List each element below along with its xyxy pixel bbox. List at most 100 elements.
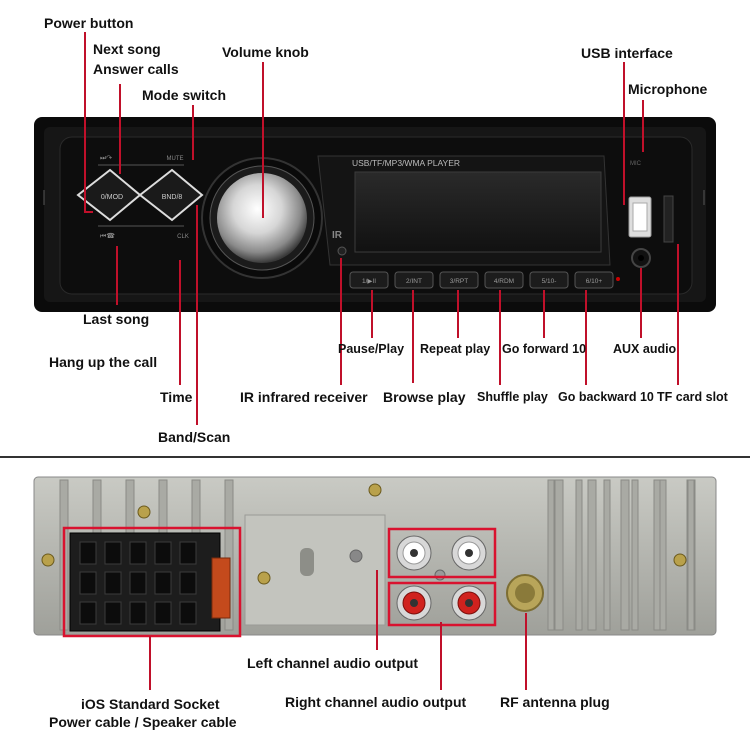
heat-fin [554,479,564,631]
connector-pin [179,601,197,625]
screw [434,569,446,581]
label-browse-play: Browse play [383,389,466,405]
label-microphone: Microphone [628,81,708,97]
connector-pin [79,601,97,625]
display-title: USB/TF/MP3/WMA PLAYER [352,158,460,168]
connector-pin [104,601,122,625]
preset-button: 6/10+ [574,271,614,289]
connector-pin [154,571,172,595]
mount-plate [244,514,386,626]
label-go-forward: Go forward 10 [502,342,587,356]
label-time: Time [160,389,193,405]
label-ios-socket: iOS Standard Socket [81,696,220,712]
fuse [211,557,231,619]
label-rf-antenna: RF antenna plug [500,694,610,710]
label-volume-knob: Volume knob [222,44,309,60]
connector-pin [154,541,172,565]
ir-label: IR [332,230,343,241]
prev-icon-glyph: ⏮☎ [100,232,115,240]
heat-fin [587,479,597,631]
label-answer-calls: Answer calls [93,61,179,77]
clk-label: CLK [177,234,189,240]
screw [41,553,55,567]
left-rca-outline [387,527,497,579]
display-area: USB/TF/MP3/WMA PLAYER IR [317,155,611,266]
label-mode-switch: Mode switch [142,87,227,103]
iso-connector [62,526,242,638]
preset-button-text: 4/RDM [494,278,514,285]
mode-button-text: 0/MOD [101,194,123,201]
preset-button: 5/10- [529,271,569,289]
label-usb-interface: USB interface [581,45,673,61]
connector-pin [104,541,122,565]
next-icon-glyph: ⏭↷ [100,155,112,162]
label-left-channel: Left channel audio output [247,655,419,671]
connector-pin [79,541,97,565]
screw [673,553,687,567]
heat-fin [687,479,695,631]
heat-fin [603,479,611,631]
label-hang-up: Hang up the call [49,354,158,370]
label-right-channel: Right channel audio output [285,694,467,710]
section-divider [0,456,750,458]
iso-connector-outline [62,526,242,638]
label-repeat-play: Repeat play [420,342,491,356]
heat-fin [224,479,234,631]
rca-right-1 [396,585,432,621]
mute-label: MUTE [167,156,184,162]
label-power-button: Power button [44,15,134,31]
connector-pin [129,571,147,595]
rf-antenna-plug [506,574,544,612]
ir-receiver-dot [337,246,347,256]
label-power-speaker: Power cable / Speaker cable [49,714,237,730]
rca-left-1 [396,535,432,571]
preset-buttons: 1/▶II 2/INT 3/RPT 4/RDM 5/10- 6/10+ [349,271,614,289]
label-shuffle-play: Shuffle play [477,390,548,404]
connector-pin [129,601,147,625]
left-button-cluster: 0/MOD BND/8 ⏭↷ ⏮☎ MUTE CLK [76,155,204,240]
label-go-backward: Go backward 10 [558,390,654,404]
front-panel: 0/MOD BND/8 ⏭↷ ⏮☎ MUTE CLK USB/TF/MP3/WM… [34,117,716,312]
preset-button-text: 3/RPT [450,278,468,285]
screw [257,571,271,585]
preset-button: 1/▶II [349,271,389,289]
connector-pin [154,601,172,625]
label-band-scan: Band/Scan [158,429,231,445]
label-aux-audio: AUX audio [613,342,677,356]
preset-button-text: 1/▶II [362,278,376,285]
heat-fin [575,479,583,631]
connector-pin [79,571,97,595]
rca-left-2 [451,535,487,571]
back-panel [33,476,717,638]
lcd-screen [354,171,602,253]
rca-right-2 [451,585,487,621]
ports: MIC [616,161,674,281]
connector-pin [104,571,122,595]
preset-button-text: 5/10- [542,278,557,285]
heat-fin [659,479,667,631]
preset-button-text: 6/10+ [586,278,603,285]
screw [137,505,151,519]
label-tf-slot: TF card slot [657,390,728,404]
connector-pin [179,541,197,565]
label-next-song: Next song [93,41,161,57]
mic-label: MIC [630,161,642,167]
callout-lines [84,32,679,690]
label-pause-play: Pause/Play [338,342,405,356]
label-ir-receiver: IR infrared receiver [240,389,368,405]
heat-fin [631,479,639,631]
heat-fin [620,479,630,631]
band-button-text: BND/8 [162,194,183,201]
preset-button: 2/INT [394,271,434,289]
rca-outputs [387,527,497,627]
connector-pin [179,571,197,595]
connector-pins [79,541,197,625]
preset-button: 4/RDM [484,271,524,289]
label-last-song: Last song [83,311,150,327]
connector-pin [129,541,147,565]
preset-button-text: 2/INT [406,278,422,285]
heat-fin [547,479,555,631]
screw [368,483,382,497]
